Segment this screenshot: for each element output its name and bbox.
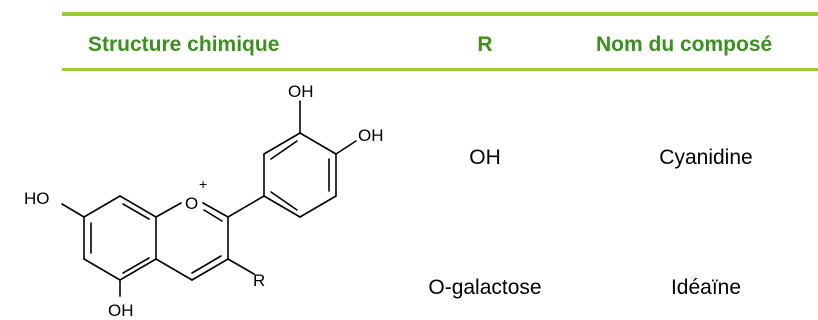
table-header-rule (62, 68, 818, 71)
header-name: Nom du composé (596, 33, 773, 56)
label-oh-top: OH (288, 82, 314, 101)
header-structure: Structure chimique (88, 33, 280, 56)
label-ho-left: HO (24, 189, 50, 208)
label-oh-bottom: OH (108, 301, 134, 320)
label-oh-right: OH (358, 126, 384, 145)
chemical-structure: OH OH HO O + R OH (24, 82, 384, 320)
row1-r-value: OH (469, 146, 501, 169)
label-charge: + (199, 176, 207, 192)
label-r-group: R (253, 271, 265, 290)
table-top-rule (62, 12, 818, 16)
label-oxygen: O (185, 194, 198, 213)
row2-r-value: O-galactose (428, 276, 542, 299)
row2-compound-name: Idéaïne (670, 276, 742, 299)
row1-compound-name: Cyanidine (659, 146, 753, 169)
header-r: R (477, 33, 493, 56)
